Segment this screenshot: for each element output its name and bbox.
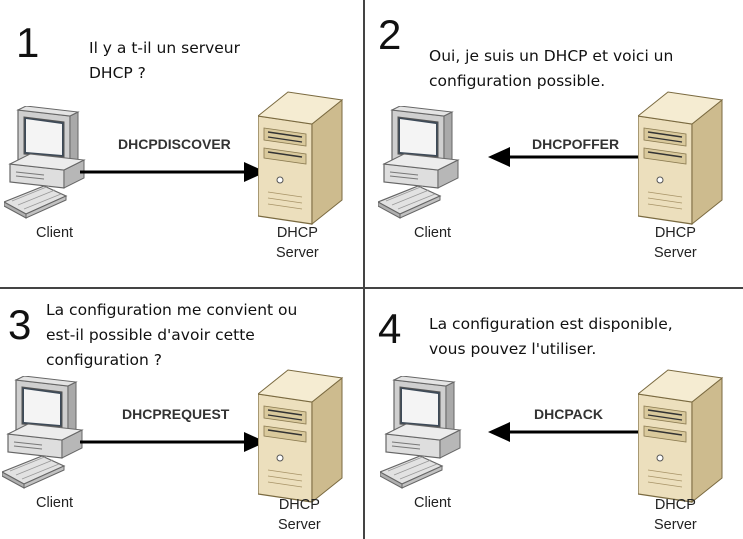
server-label-line: DHCP bbox=[654, 225, 696, 241]
step-number: 3 bbox=[8, 301, 32, 348]
step-caption: Il y a t-il un serveur DHCP ? bbox=[89, 36, 240, 86]
caption-line: configuration ? bbox=[46, 351, 162, 369]
caption-line: vous pouvez l'utiliser. bbox=[429, 340, 597, 358]
client-computer-icon bbox=[380, 376, 461, 489]
step-panel-4: 4 La configuration est disponible, vous … bbox=[372, 270, 743, 539]
server-label-line: Server bbox=[654, 245, 697, 261]
server-label-line: DHCP bbox=[278, 497, 320, 513]
client-label: Client bbox=[414, 495, 452, 511]
step-caption: Oui, je suis un DHCP et voici un configu… bbox=[429, 44, 673, 94]
caption-line: La configuration me convient ou bbox=[46, 301, 298, 319]
server-label: DHCP Server bbox=[278, 495, 321, 535]
step-caption: La configuration me convient ou est-il p… bbox=[46, 298, 297, 373]
dhcp-server-icon bbox=[258, 91, 343, 225]
message-label: DHCPACK bbox=[534, 406, 603, 422]
client-label: Client bbox=[36, 225, 74, 241]
server-label-line: Server bbox=[654, 517, 697, 533]
client-label: Client bbox=[414, 225, 452, 241]
server-label: DHCP Server bbox=[276, 223, 319, 263]
vertical-divider bbox=[363, 0, 365, 539]
message-label: DHCPREQUEST bbox=[122, 406, 230, 422]
horizontal-divider bbox=[0, 287, 743, 289]
server-label-line: DHCP bbox=[276, 225, 318, 241]
step-number: 2 bbox=[378, 11, 402, 58]
arrow-left-icon bbox=[488, 422, 648, 442]
server-label-line: DHCP bbox=[654, 497, 696, 513]
dhcp-server-icon bbox=[258, 369, 343, 503]
dhcp-server-icon bbox=[638, 91, 723, 225]
client-computer-icon bbox=[2, 376, 83, 489]
arrow-left-icon bbox=[488, 147, 648, 167]
step-panel-2: 2 Oui, je suis un DHCP et voici un confi… bbox=[372, 0, 743, 269]
dhcp-server-icon bbox=[638, 369, 723, 503]
caption-line: est-il possible d'avoir cette bbox=[46, 326, 255, 344]
message-label: DHCPOFFER bbox=[532, 136, 620, 152]
client-label: Client bbox=[36, 495, 74, 511]
caption-line: configuration possible. bbox=[429, 72, 606, 90]
server-label: DHCP Server bbox=[654, 223, 697, 263]
client-computer-icon bbox=[378, 106, 459, 219]
step-caption: La configuration est disponible, vous po… bbox=[429, 312, 673, 362]
caption-line: Oui, je suis un DHCP et voici un bbox=[429, 47, 674, 65]
caption-line: La configuration est disponible, bbox=[429, 315, 673, 333]
arrow-right-icon bbox=[80, 432, 266, 452]
step-number: 4 bbox=[378, 305, 402, 352]
message-label: DHCPDISCOVER bbox=[118, 136, 231, 152]
step-number: 1 bbox=[16, 19, 40, 66]
server-label: DHCP Server bbox=[654, 495, 697, 535]
server-label-line: Server bbox=[278, 517, 321, 533]
arrow-right-icon bbox=[80, 162, 266, 182]
step-panel-1: 1 Il y a t-il un serveur DHCP ? Client D… bbox=[0, 0, 371, 269]
caption-line: DHCP ? bbox=[89, 64, 146, 82]
caption-line: Il y a t-il un serveur bbox=[89, 39, 241, 57]
step-panel-3: 3 La configuration me convient ou est-il… bbox=[0, 270, 371, 539]
server-label-line: Server bbox=[276, 245, 319, 261]
client-computer-icon bbox=[4, 106, 85, 219]
